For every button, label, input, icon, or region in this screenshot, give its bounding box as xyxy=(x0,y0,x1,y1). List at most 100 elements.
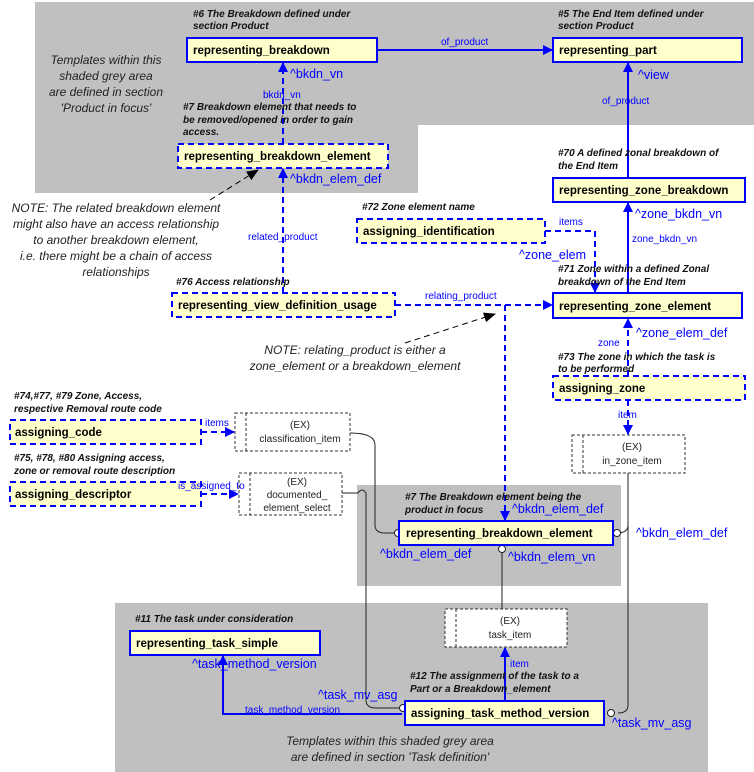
task-area-note: Templates within this shaded grey area a… xyxy=(286,734,494,764)
box-label: representing_view_definition_usage xyxy=(178,300,377,312)
ex-label: task_item xyxy=(489,630,532,641)
box-assigning-code[interactable]: assigning_code xyxy=(9,419,202,445)
caption: #12 The assignment of the task to a xyxy=(410,671,579,682)
role-label: ^view xyxy=(638,68,670,82)
box-label: assigning_task_method_version xyxy=(411,708,589,720)
role-label: ^zone_elem_def xyxy=(636,326,728,340)
task-method-version-edge xyxy=(218,655,402,715)
box-label: representing_task_simple xyxy=(136,638,278,650)
box-representing-task-simple[interactable]: representing_task_simple xyxy=(129,630,321,656)
caption: Part or a Breakdown_element xyxy=(410,684,551,695)
role-label: ^task_mv_asg xyxy=(318,688,398,702)
caption: section Product xyxy=(558,21,634,32)
role-labels: ^bkdn_vn ^bkdn_elem_def ^view ^zone_bkdn… xyxy=(192,67,728,730)
box-label: assigning_identification xyxy=(363,226,495,238)
box-assigning-descriptor[interactable]: assigning_descriptor xyxy=(9,481,202,507)
caption: #71 Zone within a defined Zonal xyxy=(558,264,709,275)
box-representing-breakdown[interactable]: representing_breakdown xyxy=(186,37,378,63)
note-line: are defined in section xyxy=(49,85,163,99)
role-label: ^bkdn_vn xyxy=(290,67,343,81)
select-link-end xyxy=(607,709,615,717)
caption: the End Item xyxy=(558,161,618,172)
box-representing-breakdown-element-access[interactable]: representing_breakdown_element xyxy=(177,143,389,169)
note-line: i.e. there might be a chain of access xyxy=(20,249,212,263)
box-label: assigning_code xyxy=(15,427,102,439)
ex-label: element_select xyxy=(263,503,330,514)
note-access: NOTE: The related breakdown element migh… xyxy=(12,201,221,279)
caption: #5 The End Item defined under xyxy=(558,9,705,20)
ex-label: classification_item xyxy=(259,434,340,445)
edge-label: of_product xyxy=(441,37,488,48)
ex-in-zone-item[interactable]: (EX) in_zone_item xyxy=(571,434,686,474)
role-label: ^zone_elem xyxy=(519,248,586,262)
box-label: assigning_descriptor xyxy=(15,489,132,501)
ex-task-item[interactable]: (EX) task_item xyxy=(444,608,568,648)
box-label: assigning_zone xyxy=(559,383,645,395)
select-link-documented xyxy=(342,489,400,709)
ex-label: (EX) xyxy=(622,442,642,453)
caption: #72 Zone element name xyxy=(362,202,475,213)
note-line: NOTE: The related breakdown element xyxy=(12,201,221,215)
caption: #74,#77, #79 Zone, Access, xyxy=(14,391,142,402)
note-line: relationships xyxy=(82,265,149,279)
note-line: Templates within this xyxy=(51,53,162,67)
caption: #6 The Breakdown defined under xyxy=(193,9,351,20)
note-line: 'Product in focus' xyxy=(61,101,152,115)
caption: #7 The Breakdown element being the xyxy=(405,492,582,503)
caption: be removed/opened in order to gain xyxy=(183,115,353,126)
box-assigning-task-method-version[interactable]: assigning_task_method_version xyxy=(404,700,605,726)
note-relating: NOTE: relating_product is either a zone_… xyxy=(249,343,461,373)
box-representing-zone-element[interactable]: representing_zone_element xyxy=(552,292,743,319)
caption: #7 Breakdown element that needs to xyxy=(183,102,356,113)
select-link-end xyxy=(498,545,506,553)
ex-classification-item[interactable]: (EX) classification_item xyxy=(234,412,351,452)
note-relating-arrow xyxy=(404,312,496,344)
box-representing-view-definition-usage[interactable]: representing_view_definition_usage xyxy=(171,292,396,318)
caption: product in focus xyxy=(404,505,484,516)
edge-label: bkdn_vn xyxy=(263,90,301,101)
caption: #11 The task under consideration xyxy=(135,614,293,625)
edge-label: zone xyxy=(598,338,620,349)
caption: to be performed xyxy=(558,364,635,375)
caption: section Product xyxy=(193,21,269,32)
note-line: shaded grey area xyxy=(59,69,153,83)
box-label: representing_breakdown_element xyxy=(184,151,371,163)
box-representing-zone-breakdown[interactable]: representing_zone_breakdown xyxy=(552,177,746,203)
caption: #75, #78, #80 Assigning access, xyxy=(14,453,165,464)
box-representing-breakdown-element-focus[interactable]: representing_breakdown_element xyxy=(398,520,614,546)
note-line: zone_element or a breakdown_element xyxy=(249,359,461,373)
box-assigning-zone[interactable]: assigning_zone xyxy=(552,375,746,401)
role-label: ^zone_bkdn_vn xyxy=(635,207,722,221)
box-representing-part[interactable]: representing_part xyxy=(552,37,743,63)
ex-label: (EX) xyxy=(290,420,310,431)
caption: zone or removal route description xyxy=(13,466,175,477)
edge-label: items xyxy=(559,217,583,228)
items-zone-edge xyxy=(545,230,600,293)
select-link-classification xyxy=(349,432,395,534)
caption: breakdown of the End Item xyxy=(558,277,686,288)
edge-label: items xyxy=(205,418,229,429)
edge-label: related_product xyxy=(248,232,318,243)
select-link-in-zone-task xyxy=(617,473,629,714)
note-line: Templates within this shaded grey area xyxy=(286,734,494,748)
note-line: are defined in section 'Task definition' xyxy=(291,750,490,764)
role-label: ^bkdn_elem_vn xyxy=(508,550,595,564)
edge-label: item xyxy=(618,410,637,421)
edge-label: of_product xyxy=(602,96,649,107)
role-label: ^bkdn_elem_def xyxy=(636,526,728,540)
box-label: representing_breakdown xyxy=(193,45,330,57)
box-assigning-identification[interactable]: assigning_identification xyxy=(356,218,546,244)
note-line: NOTE: relating_product is either a xyxy=(264,343,446,357)
ex-label: (EX) xyxy=(500,616,520,627)
edge-labels: of_product bkdn_vn related_product of_pr… xyxy=(178,37,697,716)
role-label: ^task_mv_asg xyxy=(612,716,692,730)
edge-label: is_assigned_to xyxy=(178,481,245,492)
role-label: ^task_method_version xyxy=(192,657,317,671)
ex-documented-element-select[interactable]: (EX) documented_ element_select xyxy=(238,472,343,516)
ex-label: (EX) xyxy=(287,477,307,488)
box-label: representing_breakdown_element xyxy=(406,528,593,540)
caption: respective Removal route code xyxy=(14,404,162,415)
note-line: might also have an access relationship xyxy=(13,217,219,231)
edge-label: task_method_version xyxy=(245,705,340,716)
